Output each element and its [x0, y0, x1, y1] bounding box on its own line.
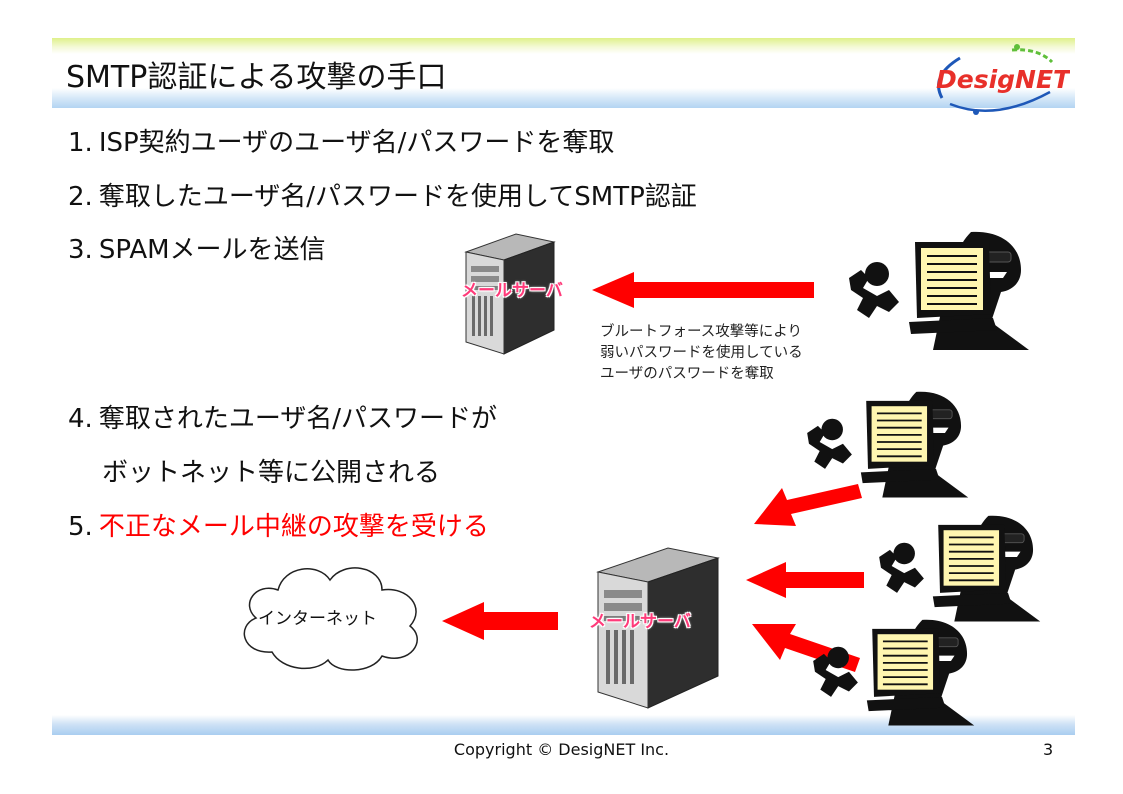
list-item-3: 3.SPAMメールを送信	[68, 229, 326, 266]
header-band	[52, 38, 1075, 108]
list-item-2: 2.奪取したユーザ名/パスワードを使用してSMTP認証	[68, 176, 697, 213]
item-text: 不正なメール中継の攻撃を受ける	[98, 512, 489, 542]
server-icon	[596, 547, 720, 709]
page-number: 3	[1043, 740, 1054, 759]
item-text: SPAMメールを送信	[98, 235, 326, 265]
logo-text: DesigNET	[936, 65, 1070, 94]
item-text: 奪取されたユーザ名/パスワードが	[98, 404, 498, 434]
list-item-5: 5.不正なメール中継の攻撃を受ける	[68, 506, 489, 543]
note-text: ブルートフォース攻撃等により 弱いパスワードを使用している ユーザのパスワードを…	[600, 324, 803, 382]
server-label: メールサーバ	[461, 281, 563, 301]
arrow-left-icon	[592, 272, 814, 308]
hacker-icon	[807, 391, 969, 498]
list-item-4-continued: ボットネット等に公開される	[102, 452, 440, 489]
arrow-left-icon	[746, 562, 864, 598]
cloud-icon	[243, 567, 418, 671]
item-number: 3.	[68, 235, 93, 265]
arrow-left-icon	[754, 484, 862, 526]
copyright-text: Copyright © DesigNET Inc.	[453, 740, 670, 759]
item-text: ボットネット等に公開される	[102, 458, 441, 488]
list-item-1: 1.ISP契約ユーザのユーザ名/パスワードを奪取	[68, 122, 614, 159]
arrow-left-icon	[442, 602, 558, 640]
hacker-icon	[879, 515, 1041, 622]
list-item-4: 4.奪取されたユーザ名/パスワードが	[68, 398, 497, 435]
server-label: メールサーバ	[589, 612, 691, 632]
logo-icon: DesigNET	[936, 44, 1070, 115]
item-text: 奪取したユーザ名/パスワードを使用してSMTP認証	[98, 182, 697, 212]
item-number: 1.	[68, 128, 93, 158]
cloud-label: インターネット	[258, 609, 377, 629]
item-number: 4.	[68, 404, 93, 434]
item-text: ISP契約ユーザのユーザ名/パスワードを奪取	[98, 128, 615, 158]
footer-band	[52, 715, 1075, 735]
item-number: 5.	[68, 512, 93, 542]
server-icon	[464, 233, 556, 355]
hacker-icon	[813, 619, 975, 726]
slide-title: SMTP認証による攻撃の手口	[66, 60, 447, 95]
item-number: 2.	[68, 182, 93, 212]
hacker-icon	[849, 231, 1029, 350]
